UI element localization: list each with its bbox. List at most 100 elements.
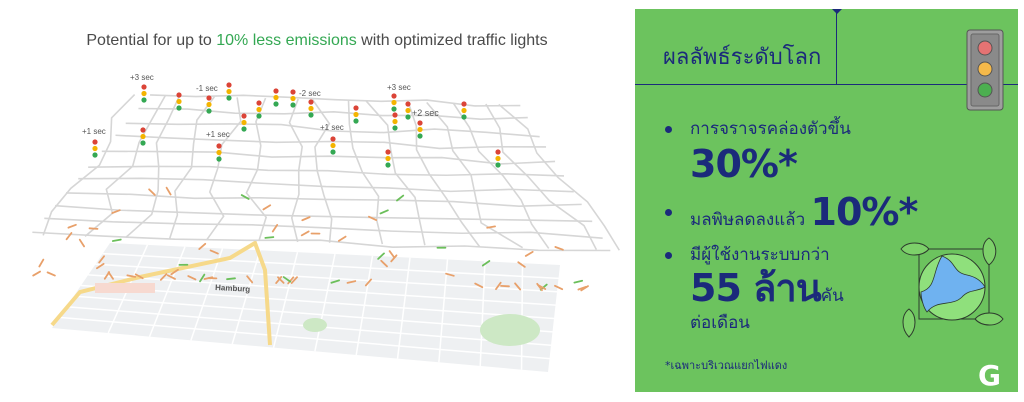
traffic-light-marker	[391, 93, 397, 112]
traffic-map-illustration: +3 sec -1 sec -2 sec +3 sec +2 sec +1 se…	[32, 73, 621, 372]
traffic-dash	[111, 238, 122, 242]
traffic-dash	[486, 225, 496, 229]
road	[245, 97, 268, 242]
map-street	[231, 250, 261, 345]
red-light	[226, 82, 232, 88]
emissions-illustration-panel: +3 sec -1 sec -2 sec +3 sec +2 sec +1 se…	[32, 32, 621, 372]
map-park	[303, 318, 327, 332]
green-light	[290, 102, 296, 108]
traffic-dash	[388, 250, 396, 259]
red-light	[385, 149, 391, 155]
headline-highlight: 10% less emissions	[216, 32, 357, 49]
traffic-dash	[300, 230, 310, 237]
green-light	[495, 162, 501, 168]
road	[101, 150, 556, 165]
red-light	[392, 112, 398, 118]
green-light	[206, 108, 212, 114]
traffic-light-marker	[216, 143, 222, 162]
traffic-dash	[240, 194, 250, 200]
map-street	[479, 261, 486, 367]
red-light	[495, 149, 501, 155]
green-light	[176, 105, 182, 111]
green-light	[392, 125, 398, 131]
traffic-dash	[96, 262, 105, 270]
footnote: *เฉพาะบริเวณแยกไฟแดง	[665, 359, 788, 372]
yellow-light	[385, 155, 391, 162]
headline-suffix: with optimized traffic lights	[356, 32, 548, 49]
green-light	[417, 133, 423, 139]
road	[138, 107, 528, 120]
road	[288, 98, 303, 243]
green-light	[256, 113, 262, 119]
yellow-light	[353, 111, 359, 118]
red-light	[461, 101, 467, 107]
traffic-light-marker	[241, 113, 247, 132]
traffic-dash	[187, 275, 197, 281]
traffic-dash	[275, 276, 283, 285]
stat-users-text: มีผู้ใช้งานระบบกว่า	[690, 245, 830, 265]
traffic-light-marker	[385, 149, 391, 168]
road	[426, 101, 524, 249]
divider-arrow-icon	[832, 9, 842, 14]
red-light	[140, 127, 146, 133]
map-street	[190, 248, 224, 341]
traffic-dash	[537, 284, 547, 290]
yellow-light	[256, 106, 262, 113]
divider-vertical	[836, 9, 837, 84]
red-light	[241, 113, 247, 119]
traffic-dash	[111, 209, 121, 214]
map-street	[88, 274, 556, 306]
road	[78, 177, 574, 193]
yellow-light	[176, 98, 182, 105]
yellow-light	[241, 119, 247, 126]
traffic-dash	[554, 284, 564, 291]
yellow-light	[330, 142, 336, 149]
red-light	[405, 101, 411, 107]
road	[168, 96, 216, 239]
red-light	[273, 88, 279, 94]
stat-users-suffix: ต่อเดือน	[690, 313, 750, 333]
map-street	[73, 295, 553, 333]
timing-labels: +3 sec -1 sec -2 sec +3 sec +2 sec +1 se…	[82, 73, 439, 139]
map-street	[438, 259, 449, 363]
red-light	[141, 84, 147, 90]
traffic-dash	[282, 276, 292, 283]
traffic-dash	[377, 252, 385, 260]
green-light	[308, 112, 314, 118]
red-light	[391, 93, 397, 99]
map-street	[148, 246, 186, 337]
red-light	[216, 143, 222, 149]
traffic-dash	[67, 223, 77, 229]
timing-label: +2 sec	[412, 108, 439, 118]
map-street	[355, 255, 374, 356]
traffic-light-marker	[330, 136, 336, 155]
traffic-light-marker	[495, 149, 501, 168]
traffic-dash	[88, 227, 99, 230]
traffic-dash	[301, 216, 311, 222]
traffic-dash	[390, 254, 398, 263]
green-light	[141, 97, 147, 103]
red-light	[290, 89, 296, 95]
traffic-lights	[92, 82, 501, 168]
traffic-dash	[46, 271, 56, 277]
map-street	[396, 257, 411, 359]
timing-label: +1 sec	[320, 123, 344, 132]
timing-label: +3 sec	[130, 73, 154, 82]
road-network	[32, 94, 621, 252]
green-light	[405, 114, 411, 120]
traffic-dash	[159, 273, 168, 281]
road	[452, 102, 550, 249]
traffic-light-marker	[417, 120, 423, 139]
traffic-light-marker	[290, 89, 296, 108]
timing-label: +1 sec	[82, 127, 106, 136]
traffic-dash	[209, 249, 219, 255]
headline-prefix: Potential for up to	[86, 32, 217, 49]
traffic-dash	[264, 236, 275, 239]
timing-label: -2 sec	[299, 89, 321, 98]
traffic-dash	[580, 285, 589, 292]
traffic-dash	[330, 279, 340, 284]
traffic-dash	[287, 276, 295, 285]
road	[206, 97, 242, 241]
traffic-dash	[107, 271, 114, 280]
divider-horizontal	[635, 84, 1018, 85]
